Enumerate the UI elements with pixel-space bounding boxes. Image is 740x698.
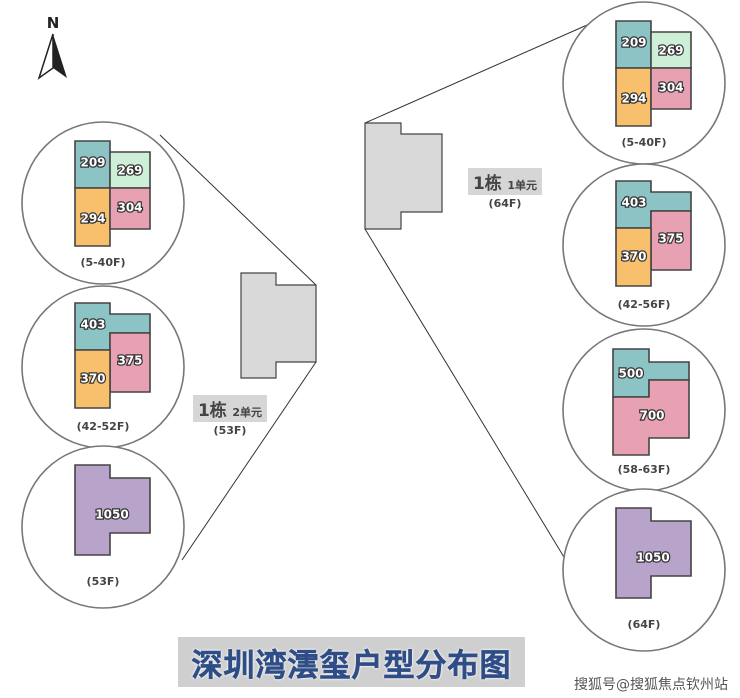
unit-area-label: 370 <box>80 372 105 386</box>
right-plan-0: 209 269 294 304 (5-40F) <box>562 1 726 165</box>
right-plan-3: 1050 (64F) <box>562 488 726 652</box>
unit-area-label: 209 <box>80 156 105 170</box>
connector-line <box>364 228 591 601</box>
connector-lines <box>159 13 613 601</box>
unit-area-label: 294 <box>80 212 105 226</box>
unit-area-label: 304 <box>117 201 142 215</box>
watermark: 搜狐号@搜狐焦点钦州站 <box>574 677 728 693</box>
connector-line <box>364 13 613 124</box>
connector-line <box>159 134 317 286</box>
title-text: 深圳湾澐玺户型分布图 <box>191 647 512 684</box>
unit-area-label: 375 <box>117 354 142 368</box>
right-building-footprint <box>364 122 443 230</box>
unit-area-label: 375 <box>658 232 683 246</box>
unit-370 <box>615 227 652 287</box>
left-plan-1: 403 375 370 (42-52F) <box>21 285 185 449</box>
diagram-title: 深圳湾澐玺户型分布图 <box>178 637 525 687</box>
unit-1050 <box>74 464 151 556</box>
left-building-floors: (53F) <box>213 424 247 437</box>
left-building-footprint <box>240 272 317 379</box>
unit-area-label: 269 <box>117 164 142 178</box>
floor-range-label: (53F) <box>87 575 120 588</box>
north-label: N <box>46 14 60 32</box>
north-arrow-icon <box>37 33 67 80</box>
unit-area-label: 370 <box>621 250 646 264</box>
unit-304 <box>109 187 151 230</box>
unit-area-label: 1050 <box>636 551 669 565</box>
right-building-name: 1栋 <box>472 174 502 194</box>
unit-700 <box>612 379 690 456</box>
unit-area-label: 294 <box>621 92 646 106</box>
unit-area-label: 403 <box>621 196 646 210</box>
unit-area-label: 269 <box>658 44 683 58</box>
unit-370 <box>74 349 111 409</box>
floor-range-label: (42-52F) <box>77 420 130 433</box>
floor-range-label: (5-40F) <box>621 136 666 149</box>
unit-area-label: 500 <box>618 367 643 381</box>
right-plan-2: 500 700 (58-63F) <box>562 328 726 492</box>
floor-range-label: (5-40F) <box>80 256 125 269</box>
unit-area-label: 700 <box>639 409 664 423</box>
connector-line <box>181 361 317 561</box>
unit-304 <box>650 67 692 110</box>
left-building-unit: 2单元 <box>232 406 263 419</box>
unit-294 <box>615 67 652 127</box>
north-arrow: N <box>36 14 70 84</box>
unit-1050 <box>615 507 692 599</box>
unit-area-label: 403 <box>80 318 105 332</box>
right-plan-1: 403 375 370 (42-56F) <box>562 163 726 327</box>
left-plan-0: 209 269 294 304 (5-40F) <box>21 121 185 285</box>
left-plan-2: 1050 (53F) <box>21 445 185 609</box>
left-building-tag: 1栋 2单元 (53F) <box>188 395 272 437</box>
floor-range-label: (42-56F) <box>618 298 671 311</box>
right-building-unit: 1单元 <box>507 179 538 192</box>
left-building-name: 1栋 <box>197 401 227 421</box>
floor-range-label: (64F) <box>628 618 661 631</box>
right-building-floors: (64F) <box>488 197 522 210</box>
floor-range-label: (58-63F) <box>618 463 671 476</box>
unit-area-label: 304 <box>658 81 683 95</box>
right-building-tag: 1栋 1单元 (64F) <box>463 168 547 210</box>
unit-294 <box>74 187 111 247</box>
unit-area-label: 209 <box>621 36 646 50</box>
unit-area-label: 1050 <box>95 508 128 522</box>
